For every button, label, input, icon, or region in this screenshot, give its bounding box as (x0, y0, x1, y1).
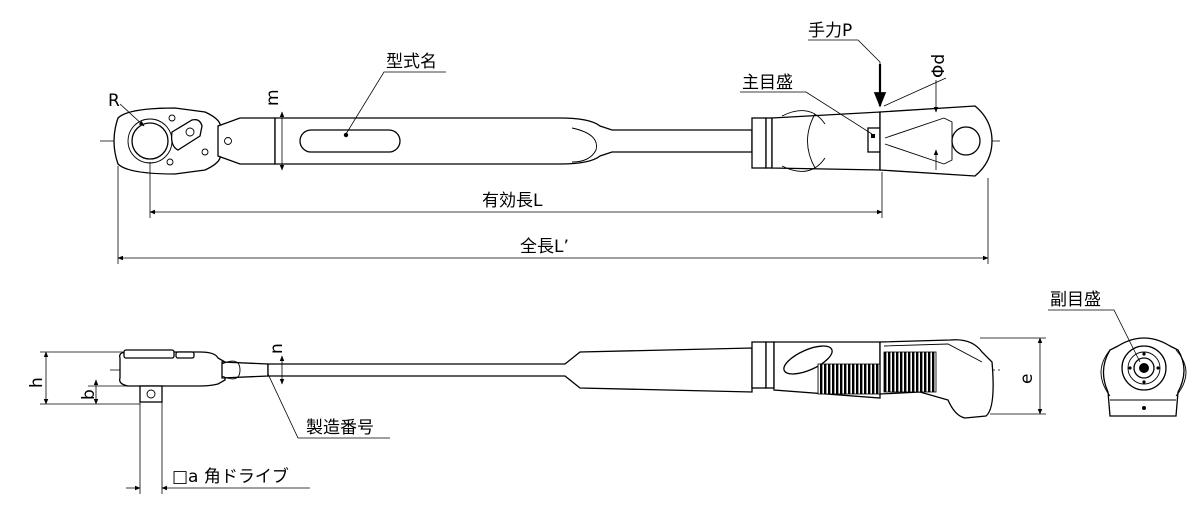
height-e-label: e (1017, 374, 1037, 384)
end-hole (951, 126, 981, 156)
side-collar (751, 341, 767, 389)
main-scale-window (867, 127, 881, 153)
model-name-label: 型式名 (386, 52, 437, 72)
height-n-label: n (267, 343, 287, 354)
head-neck (217, 117, 276, 165)
knurled-grip (817, 363, 881, 395)
width-m-label: m (263, 89, 283, 106)
main-scale-label: 主目盛 (742, 73, 793, 93)
square-drive-label: □a 角ドライブ (172, 466, 289, 487)
pipe-diameter-label: Φd (929, 54, 949, 78)
model-name-slot (299, 129, 401, 153)
height-b-label: b (79, 389, 99, 400)
total-length-label: 全長L’ (520, 237, 569, 257)
hand-force-label: 手力P (808, 21, 852, 41)
side-shaft (267, 347, 753, 393)
wrench-side-view (110, 339, 1000, 419)
end-head (879, 105, 993, 177)
grip-housing (771, 111, 881, 171)
drive-square-circle (131, 122, 169, 160)
effective-length-label: 有効長L (482, 191, 543, 211)
top-annotations: R m 型式名 手力P 主目盛 Φd 有効長L 全長L’ (108, 21, 989, 264)
radius-label: R (108, 91, 120, 111)
side-annotations: h b n e 製造番号 □a 角ドライブ (27, 337, 1046, 494)
serial-number-label: 製造番号 (306, 418, 374, 438)
wrench-top-view (100, 105, 1000, 177)
wrench-end-view: 副目盛 (1048, 290, 1187, 417)
sub-scale-label: 副目盛 (1050, 290, 1101, 310)
collar-ring-left (751, 117, 767, 169)
height-h-label: h (27, 377, 47, 388)
side-square-drive (139, 385, 163, 403)
